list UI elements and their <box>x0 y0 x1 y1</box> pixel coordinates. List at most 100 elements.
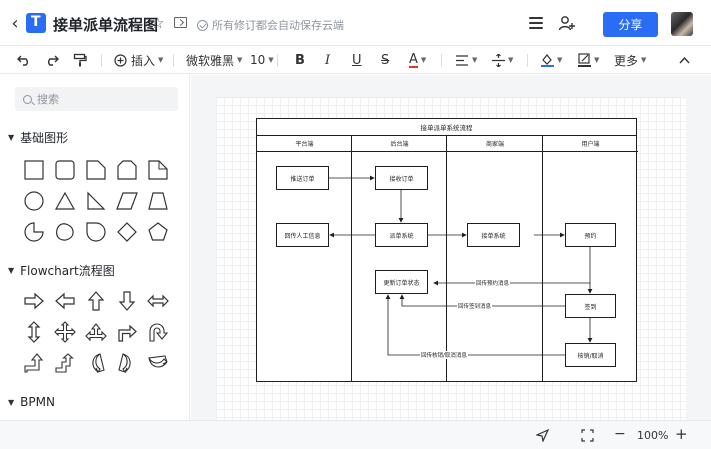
arrow-up-down-shape-icon[interactable] <box>23 321 45 343</box>
connector-return-verify <box>385 294 565 356</box>
section-flowchart[interactable]: ▼ Flowchart流程图 <box>8 262 115 279</box>
user-avatar[interactable] <box>671 12 693 36</box>
node-update-status[interactable]: 更新订单状态 <box>375 270 428 294</box>
pentagon-shape-icon[interactable] <box>147 221 169 243</box>
arrow-curved-down-shape-icon[interactable] <box>147 352 169 374</box>
cut-corner-shape-icon[interactable] <box>116 159 138 181</box>
arrow-right-shape-icon[interactable] <box>23 290 45 312</box>
strikethrough-button[interactable]: S <box>381 52 390 68</box>
font-size-select[interactable]: 10▼ <box>250 53 274 67</box>
zoom-out-button[interactable]: − <box>614 426 626 442</box>
node-return-manual[interactable]: 回传人工信息 <box>276 223 329 247</box>
wave-circle-shape-icon[interactable] <box>54 221 76 243</box>
spacing-menu[interactable]: ▼ <box>492 52 513 68</box>
format-painter-icon[interactable] <box>73 52 87 68</box>
diagram-title[interactable]: 接单派单系统流程 <box>257 119 636 136</box>
arrow-up-shape-icon[interactable] <box>85 290 107 312</box>
folded-corner-shape-icon[interactable] <box>147 159 169 181</box>
undo-icon[interactable] <box>17 52 31 68</box>
font-size-value: 10 <box>250 53 266 67</box>
line-spacing-icon <box>492 53 505 67</box>
font-family-value: 微软雅黑 <box>186 53 235 68</box>
rounded-rectangle-shape-icon[interactable] <box>54 159 76 181</box>
diagram-connectors <box>329 175 593 356</box>
save-status: 所有修订都会自动保存云端 <box>197 17 344 33</box>
node-receive-order[interactable]: 接收订单 <box>375 166 428 190</box>
node-verify-cancel[interactable]: 核销/取消 <box>565 343 616 367</box>
star-icon[interactable]: ☆ <box>151 14 165 32</box>
section-basic-shapes[interactable]: ▼ 基础图形 <box>8 129 68 146</box>
more-label: 更多 <box>614 53 639 68</box>
lane-divider <box>542 136 543 381</box>
node-accept-system[interactable]: 接单系统 <box>467 223 520 247</box>
shape-library-sidebar: 搜索 ▼ 基础图形 ▼ Flowchart流程图 <box>0 75 190 420</box>
zoom-in-button[interactable]: + <box>675 425 688 443</box>
arrow-curved-left-shape-icon[interactable] <box>85 352 107 374</box>
node-sign-in[interactable]: 签到 <box>565 294 616 318</box>
fill-color-button[interactable]: ▼ <box>541 52 562 68</box>
lane-header-backend[interactable]: 后台端 <box>352 136 447 152</box>
swimlane-diagram[interactable]: 接单派单系统流程 平台端 后台端 商家端 用户端 <box>256 118 638 382</box>
edge-label-return-reserve[interactable]: 回传预约消息 <box>475 279 511 287</box>
section-bpmn[interactable]: ▼ BPMN <box>8 395 55 409</box>
node-dispatch-system[interactable]: 派单系统 <box>375 223 428 247</box>
right-triangle-shape-icon[interactable] <box>85 190 107 212</box>
font-color-button[interactable]: A▼ <box>409 51 427 68</box>
circle-shape-icon[interactable] <box>23 190 45 212</box>
add-collaborator-icon[interactable] <box>558 14 576 32</box>
parallelogram-shape-icon[interactable] <box>116 190 138 212</box>
bold-button[interactable]: B <box>295 52 305 68</box>
lane-header-merchant[interactable]: 商家端 <box>447 136 543 152</box>
toolbar-divider <box>101 54 102 67</box>
arrow-three-way-shape-icon[interactable] <box>85 321 107 343</box>
italic-button[interactable]: I <box>325 52 331 68</box>
menu-icon[interactable] <box>529 17 543 29</box>
expand-triangle-icon: ▼ <box>8 133 15 142</box>
navigate-icon[interactable] <box>535 428 550 445</box>
node-reserve[interactable]: 预约 <box>565 223 616 247</box>
expand-triangle-icon: ▼ <box>8 266 15 275</box>
arrow-corner-up-shape-icon[interactable] <box>23 352 45 374</box>
line-color-button[interactable]: ▼ <box>578 52 599 68</box>
document-shape-icon[interactable] <box>85 159 107 181</box>
edge-label-return-verify[interactable]: 回传核销/取消消息 <box>420 351 468 359</box>
move-to-folder-icon[interactable] <box>174 17 187 28</box>
arrow-curved-right-shape-icon[interactable] <box>116 352 138 374</box>
node-push-order[interactable]: 推送订单 <box>276 166 329 190</box>
lane-header-user[interactable]: 用户端 <box>543 136 638 152</box>
arrow-u-turn-shape-icon[interactable] <box>147 321 169 343</box>
arrow-four-way-shape-icon[interactable] <box>54 321 76 343</box>
arrow-step-up-shape-icon[interactable] <box>54 352 76 374</box>
arrow-left-shape-icon[interactable] <box>54 290 76 312</box>
share-button[interactable]: 分享 <box>603 12 658 37</box>
teardrop-shape-icon[interactable] <box>85 221 107 243</box>
collapse-toolbar-icon[interactable] <box>679 52 690 68</box>
save-status-text: 所有修订都会自动保存云端 <box>212 19 344 32</box>
section-title: 基础图形 <box>20 131 69 145</box>
align-menu[interactable]: ▼ <box>456 52 477 68</box>
edge-label-return-signin[interactable]: 回传签到消息 <box>457 302 493 310</box>
triangle-shape-icon[interactable] <box>54 190 76 212</box>
more-menu[interactable]: 更多▼ <box>614 53 647 68</box>
rectangle-shape-icon[interactable] <box>23 159 45 181</box>
fit-screen-icon[interactable] <box>581 429 594 445</box>
diamond-shape-icon[interactable] <box>116 221 138 243</box>
underline-button[interactable]: U <box>352 52 362 68</box>
pie-shape-icon[interactable] <box>23 221 45 243</box>
lane-header-platform[interactable]: 平台端 <box>257 136 352 152</box>
arrow-down-shape-icon[interactable] <box>116 290 138 312</box>
trapezoid-shape-icon[interactable] <box>147 190 169 212</box>
back-arrow-icon[interactable]: ‹ <box>11 12 19 34</box>
arrow-bend-up-right-shape-icon[interactable] <box>116 321 138 343</box>
document-title[interactable]: 接单派单流程图 <box>53 16 159 34</box>
shape-search-input[interactable]: 搜索 <box>15 87 178 111</box>
section-title: BPMN <box>20 395 55 409</box>
arrow-left-right-shape-icon[interactable] <box>147 290 169 312</box>
insert-menu[interactable]: 插入▼ <box>114 52 163 68</box>
zoom-level[interactable]: 100% <box>637 429 669 442</box>
redo-icon[interactable] <box>45 52 59 68</box>
font-family-select[interactable]: 微软雅黑▼ <box>186 53 243 68</box>
pen-icon <box>578 53 591 67</box>
plus-circle-icon <box>114 53 127 67</box>
